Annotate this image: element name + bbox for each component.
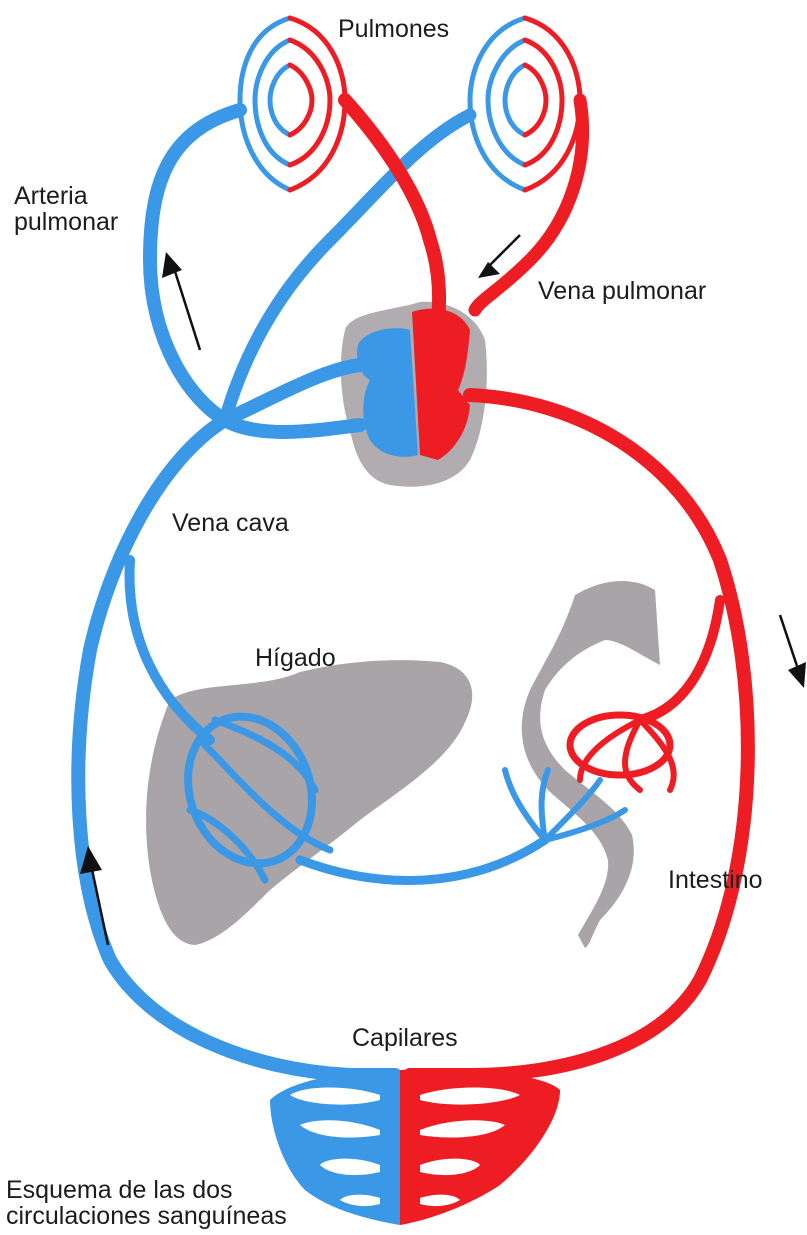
pulmonary-artery-label: Arteria pulmonar [14,183,118,236]
vena-cava-label: Vena cava [172,510,289,536]
aorta-vessel [410,395,748,1075]
intestine-label: Intestino [668,867,763,893]
intestine-arterial-capillaries [570,715,674,790]
capillaries-label: Capilares [352,1025,458,1051]
portal-vein [300,840,545,880]
liver-label: Hígado [255,645,336,671]
lungs-label: Pulmones [338,16,449,42]
left-lung [240,18,345,190]
right-lung [470,18,580,190]
intestine-shape [522,581,660,948]
caption: Esquema de las dos circulaciones sanguín… [6,1177,287,1230]
pulmonary-vein-label: Vena pulmonar [538,278,706,304]
systemic-capillaries [270,1069,560,1225]
